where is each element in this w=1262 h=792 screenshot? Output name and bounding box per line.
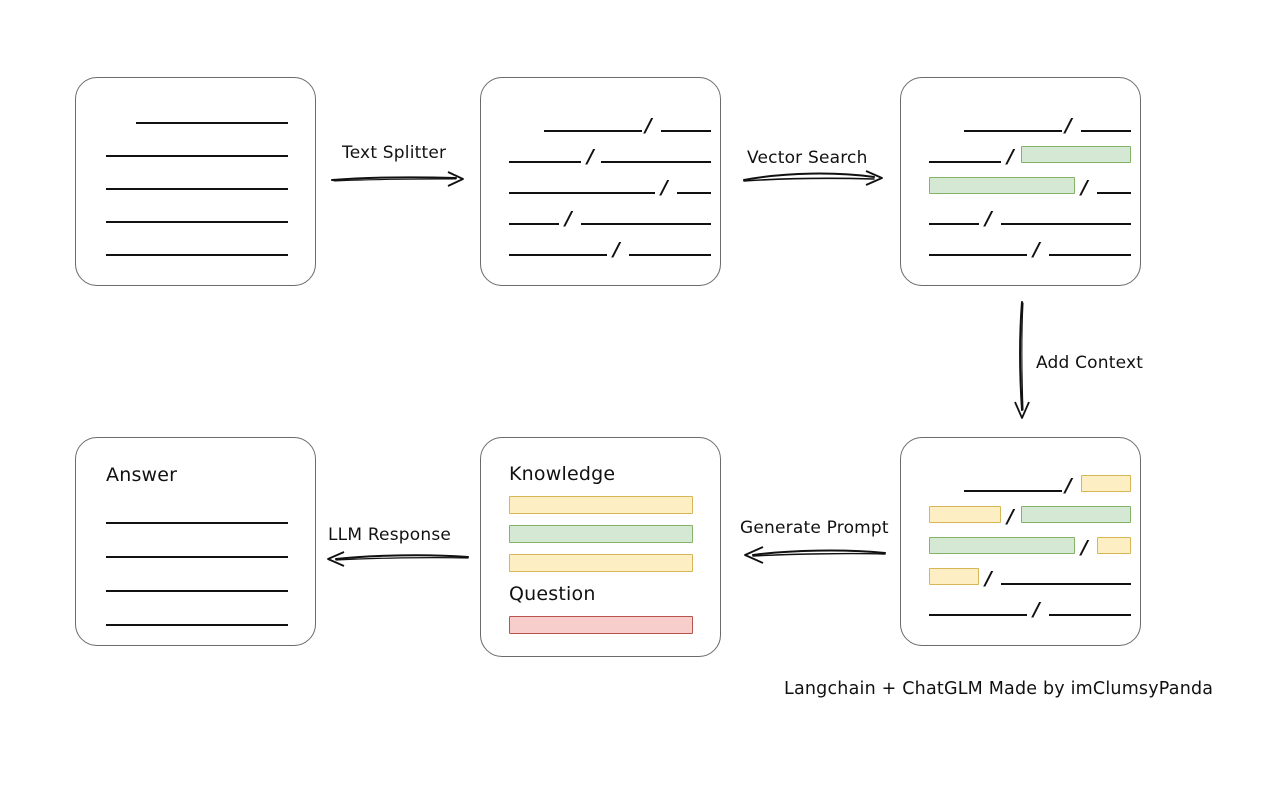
highlight-chunk-yellow <box>929 568 979 585</box>
highlight-chunk-yellow <box>1081 475 1131 492</box>
separator-slash: / <box>645 114 652 137</box>
text-line <box>509 254 607 256</box>
text-line <box>629 254 711 256</box>
text-line <box>1081 130 1131 132</box>
text-line <box>106 556 288 558</box>
separator-slash: / <box>1007 505 1014 528</box>
edge-label-text-splitter: Text Splitter <box>342 143 447 163</box>
context-added-lines: / / / / / <box>901 438 1140 645</box>
edge-label-add-context: Add Context <box>1036 353 1144 373</box>
text-line <box>661 130 711 132</box>
highlight-chunk-green <box>1021 146 1131 163</box>
answer-lines <box>76 438 315 645</box>
separator-slash: / <box>1033 238 1040 261</box>
arrow-llm-response <box>327 551 469 567</box>
text-line <box>964 130 1062 132</box>
separator-slash: / <box>1081 176 1088 199</box>
arrow-vector-search <box>743 170 883 186</box>
prompt-bar-green <box>509 525 693 543</box>
edge-label-vector-search: Vector Search <box>747 148 868 168</box>
text-line <box>106 188 288 190</box>
prompt-bar-yellow <box>509 496 693 514</box>
edge-label-generate-prompt: Generate Prompt <box>740 518 889 538</box>
text-line <box>136 122 288 124</box>
node-prompt[interactable]: Knowledge Question <box>480 437 721 657</box>
arrow-generate-prompt <box>744 546 886 564</box>
text-line <box>1049 614 1131 616</box>
vector-hits-lines: / / / / / <box>901 78 1140 285</box>
text-line <box>677 192 711 194</box>
text-line <box>929 614 1027 616</box>
text-line <box>601 161 711 163</box>
knowledge-bars <box>481 438 720 656</box>
question-label: Question <box>509 583 596 605</box>
split-chunks-lines: / / / / / <box>481 78 720 285</box>
text-line <box>1001 583 1131 585</box>
text-line <box>1001 223 1131 225</box>
highlight-chunk-green <box>929 537 1075 554</box>
highlight-chunk-green <box>929 177 1075 194</box>
node-source-document[interactable] <box>75 77 316 286</box>
node-answer[interactable]: Answer <box>75 437 316 646</box>
node-split-chunks[interactable]: / / / / / <box>480 77 721 286</box>
separator-slash: / <box>1007 145 1014 168</box>
separator-slash: / <box>1065 474 1072 497</box>
text-line <box>929 223 979 225</box>
text-line <box>964 490 1062 492</box>
text-line <box>544 130 642 132</box>
source-document-lines <box>76 78 315 285</box>
separator-slash: / <box>565 207 572 230</box>
text-line <box>509 223 559 225</box>
text-line <box>106 155 288 157</box>
answer-label: Answer <box>106 464 178 486</box>
separator-slash: / <box>613 238 620 261</box>
separator-slash: / <box>985 567 992 590</box>
knowledge-label: Knowledge <box>509 463 616 485</box>
separator-slash: / <box>661 176 668 199</box>
separator-slash: / <box>1033 598 1040 621</box>
separator-slash: / <box>1081 536 1088 559</box>
arrow-text-splitter <box>331 171 464 187</box>
highlight-chunk-green <box>1021 506 1131 523</box>
text-line <box>929 161 1001 163</box>
prompt-bar-yellow <box>509 554 693 572</box>
text-line <box>1097 192 1131 194</box>
edge-label-llm-response: LLM Response <box>328 525 452 545</box>
text-line <box>106 522 288 524</box>
highlight-chunk-yellow <box>929 506 1001 523</box>
text-line <box>509 192 655 194</box>
node-vector-hits[interactable]: / / / / / <box>900 77 1141 286</box>
separator-slash: / <box>985 207 992 230</box>
text-line <box>106 624 288 626</box>
text-line <box>106 590 288 592</box>
prompt-bar-red <box>509 616 693 634</box>
separator-slash: / <box>1065 114 1072 137</box>
text-line <box>1049 254 1131 256</box>
text-line <box>509 161 581 163</box>
highlight-chunk-yellow <box>1097 537 1131 554</box>
arrow-add-context <box>1014 301 1030 419</box>
text-line <box>929 254 1027 256</box>
text-line <box>106 254 288 256</box>
question-bars <box>481 438 720 656</box>
separator-slash: / <box>587 145 594 168</box>
node-context-added[interactable]: / / / / / <box>900 437 1141 646</box>
text-line <box>581 223 711 225</box>
text-line <box>106 221 288 223</box>
footer-credit: Langchain + ChatGLM Made by imClumsyPand… <box>784 679 1214 699</box>
